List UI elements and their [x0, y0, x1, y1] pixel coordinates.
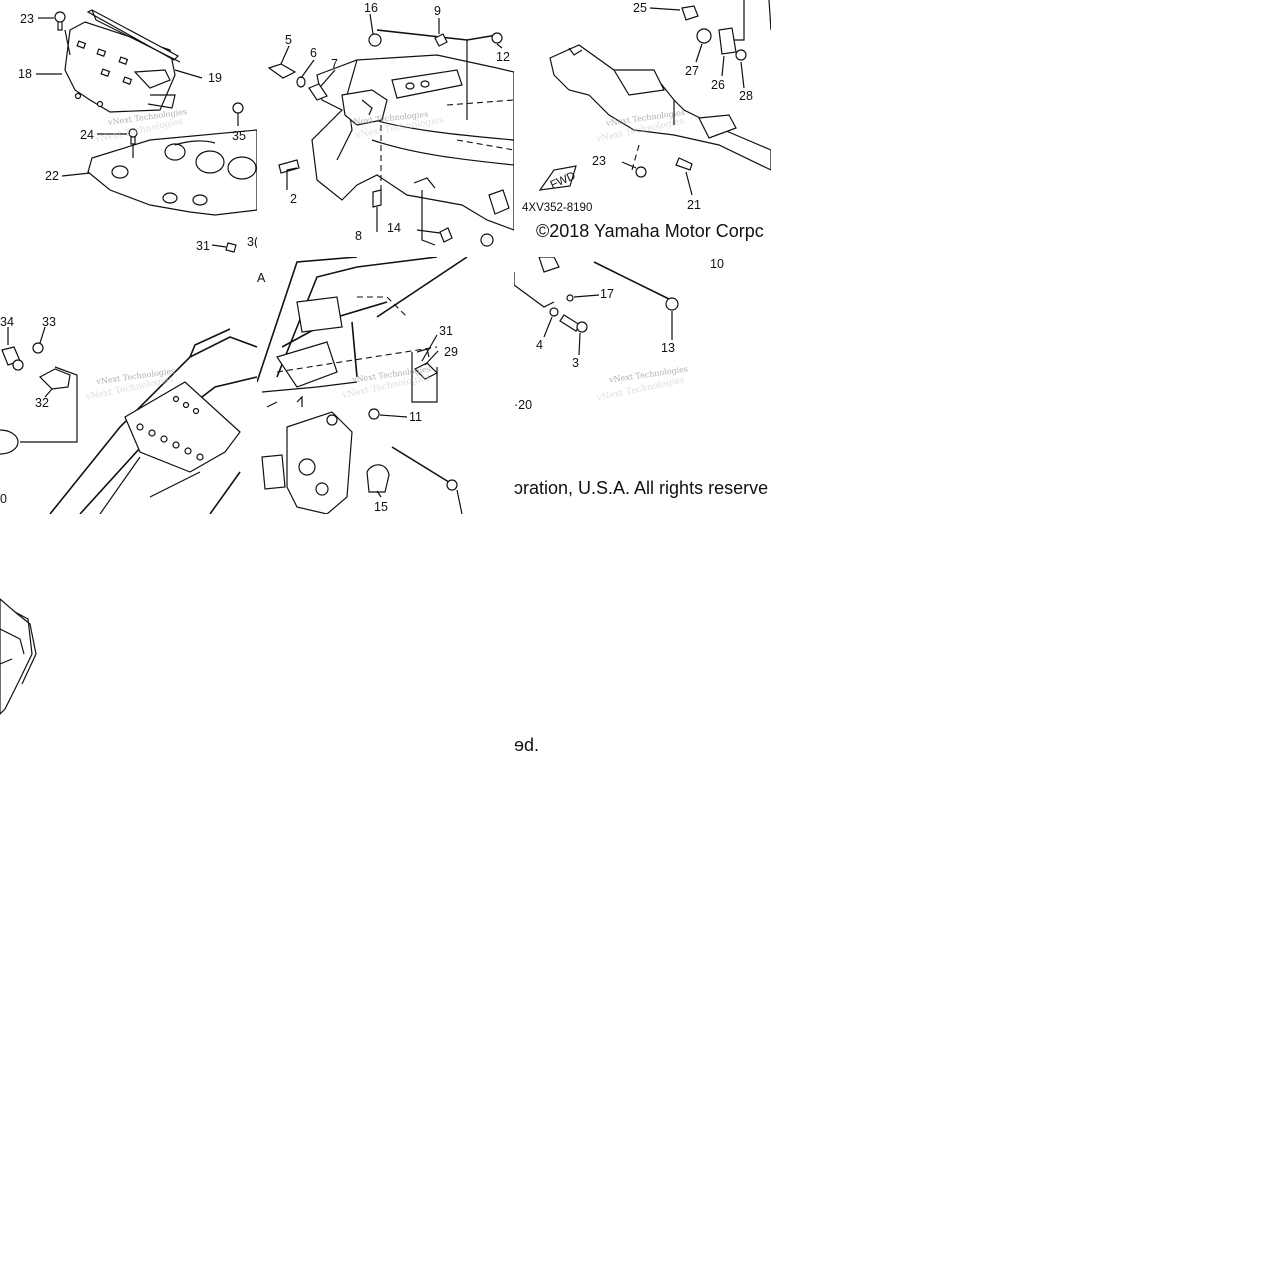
copyright-line-2: ɔration, U.S.A. All rights reserve: [514, 478, 769, 498]
callout-31: 31: [196, 239, 210, 253]
tile-bracket: FWD 25 27 26 28 23 21 4XV352-8190 vNext …: [514, 0, 771, 257]
callout-32: 32: [35, 396, 49, 410]
callout-31b: 31: [439, 324, 453, 338]
callout-28: 28: [739, 89, 753, 103]
callout-10: 10: [710, 257, 724, 271]
callout-36: 3(: [247, 235, 257, 249]
callout-6: 6: [310, 46, 317, 60]
callout-9: 9: [434, 4, 441, 18]
callout-23b: 23: [592, 154, 606, 168]
callout-19: 19: [208, 71, 222, 85]
callout-20: ·20: [514, 398, 532, 412]
callout-33: 33: [42, 315, 56, 329]
tile-rear-tail: [0, 514, 257, 771]
callout-26: 26: [711, 78, 725, 92]
callout-4: 4: [536, 338, 543, 352]
callout-21: 21: [687, 198, 701, 212]
callout-23: 23: [20, 12, 34, 26]
callout-2: 2: [290, 192, 297, 206]
callout-16: 16: [364, 1, 378, 15]
tile-frame-mid: 31 29 11 15 A vNext Technologies vNext T…: [257, 257, 514, 514]
callout-18: 18: [18, 67, 32, 81]
callout-5: 5: [285, 33, 292, 47]
callout-11: 11: [409, 410, 422, 424]
tile-bolts: 10 1 17 4 3 13 ·20 vNext Technologies vN…: [514, 257, 771, 514]
callout-3: 3: [572, 356, 579, 370]
callout-7: 7: [331, 57, 338, 71]
callout-29: 29: [444, 345, 458, 359]
callout-35: 35: [232, 129, 246, 143]
callout-24: 24: [80, 128, 94, 142]
callout-8: 8: [355, 229, 362, 243]
copyright-line-3: ɘd.: [514, 735, 540, 755]
callout-12: 12: [496, 50, 510, 64]
tile-engine-guard: 23 18 19 24 22 35 31 3( vNext Technologi…: [0, 0, 257, 257]
callout-30: 0: [0, 492, 7, 506]
callout-17: 17: [600, 287, 614, 301]
callout-22: 22: [45, 169, 59, 183]
tile-copyright-end: ɘd.: [514, 514, 771, 771]
callout-A: A: [257, 271, 266, 285]
callout-15: 15: [374, 500, 388, 514]
tile-frame-head: 16 9 12 5 6 7 2 8 14 vNext Technologies …: [257, 0, 514, 257]
tile-rear-frame: 34 33 32 0 vNext Technologies vNext Tech…: [0, 257, 257, 514]
part-code: 4XV352-8190: [522, 202, 592, 214]
callout-34: 34: [0, 315, 14, 329]
copyright-line-1: ©2018 Yamaha Motor Corpc: [536, 221, 764, 241]
callout-13: 13: [661, 341, 675, 355]
callout-27: 27: [685, 64, 699, 78]
callout-14: 14: [387, 221, 401, 235]
callout-25: 25: [633, 1, 647, 15]
